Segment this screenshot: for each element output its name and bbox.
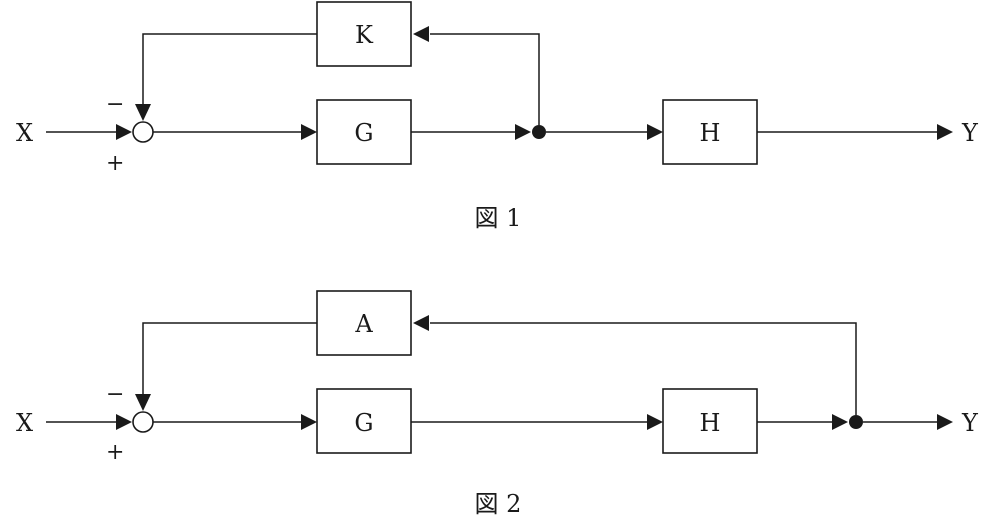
fig1-block-g-label: G xyxy=(354,119,373,147)
fig2-block-g xyxy=(316,388,412,454)
figure-1: X − + G H Y K 図 1 xyxy=(16,1,979,232)
fig1-branch-point xyxy=(532,125,546,139)
fig2-arrow-to-g xyxy=(301,414,317,430)
fig1-arrow-to-k xyxy=(413,26,429,42)
fig1-arrow-to-h xyxy=(647,124,663,140)
fig1-block-g xyxy=(316,99,412,165)
fig2-block-h xyxy=(662,388,758,454)
fig1-output-label: Y xyxy=(961,119,979,147)
fig1-feedback-arrow xyxy=(135,104,151,121)
fig1-feedback-line-to-junction xyxy=(142,33,317,105)
fig1-caption: 図 1 xyxy=(475,204,522,232)
fig2-output-arrow xyxy=(937,414,953,430)
fig2-block-h-label: H xyxy=(700,409,721,437)
fig2-block-g-label: G xyxy=(354,409,373,437)
fig2-input-label: X xyxy=(16,409,33,437)
fig2-arrow-to-branch xyxy=(832,414,848,430)
fig1-input-arrow xyxy=(116,124,132,140)
fig2-feedback-line-to-junction xyxy=(142,322,317,395)
fig1-arrow-to-branch xyxy=(515,124,531,140)
fig2-arrow-to-h xyxy=(647,414,663,430)
fig2-summing-junction xyxy=(132,411,154,433)
fig1-block-h-label: H xyxy=(700,119,721,147)
fig2-feedback-line-to-a xyxy=(430,322,857,415)
fig1-output-arrow xyxy=(937,124,953,140)
fig2-feedback-arrow xyxy=(135,394,151,411)
fig1-input-label: X xyxy=(16,119,33,147)
fig2-caption: 図 2 xyxy=(475,490,522,518)
fig1-minus-sign: − xyxy=(106,92,124,117)
fig1-block-h xyxy=(662,99,758,165)
figure-2: X − + G H Y A 図 2 xyxy=(16,290,979,518)
fig2-arrow-to-a xyxy=(413,315,429,331)
fig2-branch-point xyxy=(849,415,863,429)
fig1-arrow-to-g xyxy=(301,124,317,140)
fig1-block-k xyxy=(316,1,412,67)
fig2-block-a-label: A xyxy=(354,310,373,338)
fig1-feedback-line-to-k xyxy=(430,33,540,125)
fig1-plus-sign: + xyxy=(106,151,124,176)
fig2-plus-sign: + xyxy=(106,440,124,465)
fig2-input-arrow xyxy=(116,414,132,430)
fig2-minus-sign: − xyxy=(106,382,124,407)
fig1-block-k-label: K xyxy=(355,21,374,49)
fig2-output-label: Y xyxy=(961,409,979,437)
fig1-summing-junction xyxy=(132,121,154,143)
